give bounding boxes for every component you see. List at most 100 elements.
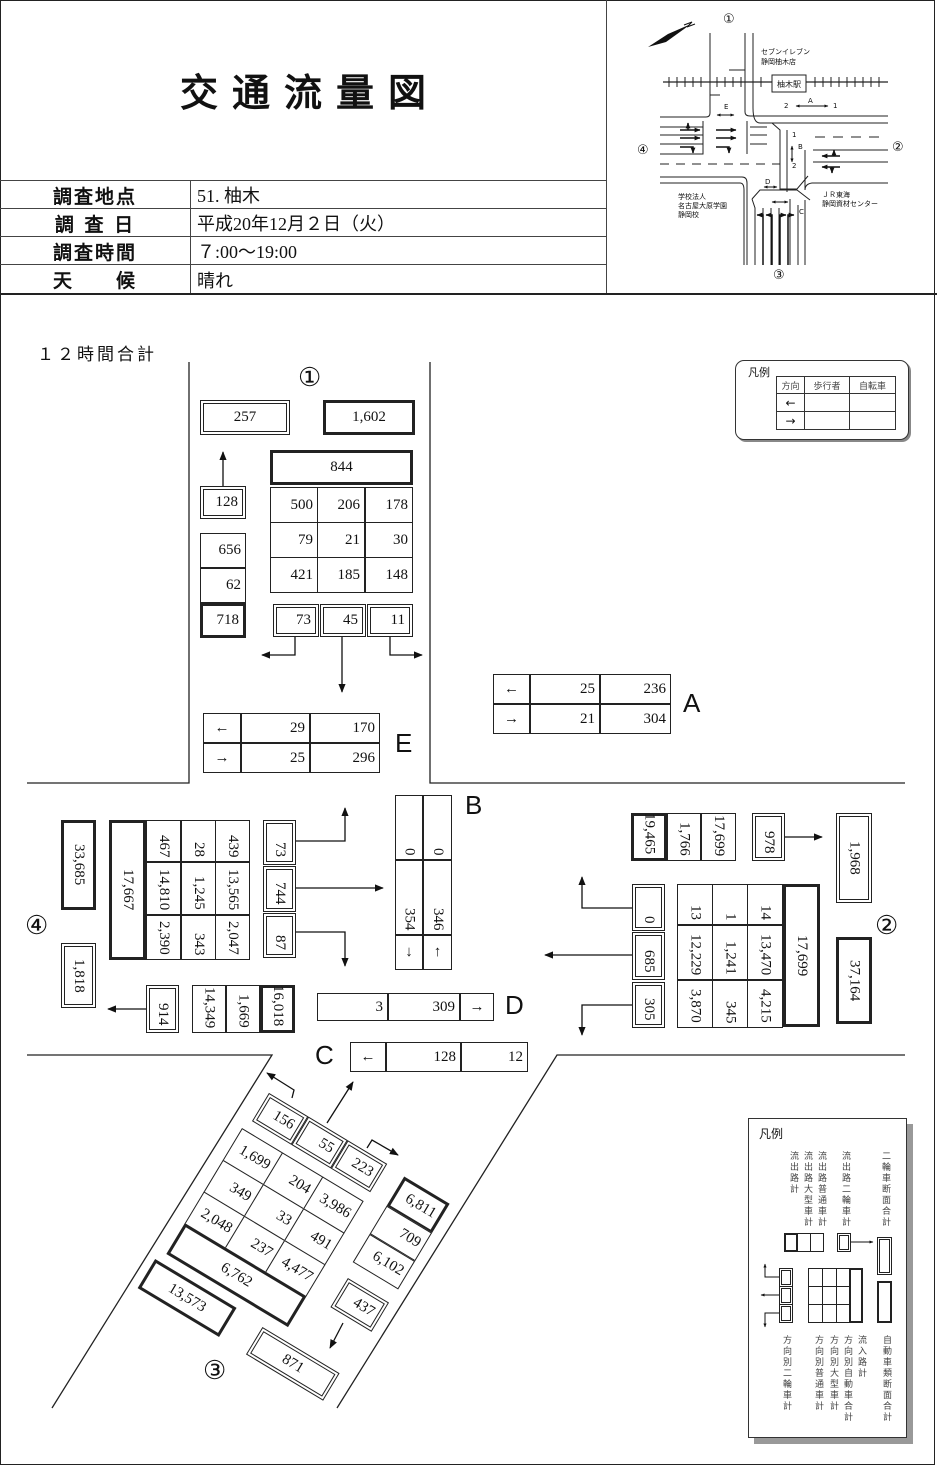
arrow-n4-right <box>296 931 349 967</box>
arrow-n3-straight <box>326 1081 354 1124</box>
header-bottom-line <box>0 293 937 295</box>
n4-grid-cell: 439 <box>215 820 250 862</box>
legend-label: 方向別普通車計 <box>813 1335 823 1412</box>
info-value: 晴れ <box>197 270 233 291</box>
n4-inflow-total: 17,667 <box>109 820 146 960</box>
n2-section-auto-total: 37,164 <box>836 937 872 1024</box>
n1-section-auto-total: 1,602 <box>323 400 415 435</box>
header-divider <box>606 0 607 293</box>
n4-grid-cell: 28 <box>181 820 216 862</box>
legend-arrow: ← <box>776 393 805 412</box>
n2-grid-cell: 13 <box>677 884 713 925</box>
n4-outflow-normal: 14,349 <box>192 985 226 1033</box>
map-label-n4: ④ <box>637 143 649 158</box>
legend-header: 歩行者 <box>804 376 850 394</box>
n1-inflow-total: 844 <box>270 450 413 485</box>
crossing-D-cell: 3 <box>317 993 388 1021</box>
info-label: 調 査 日 <box>0 209 191 237</box>
count-legend: 凡例 流出路計 流出路大型車計 流出路普通車計 流出路二輪車計 二輪車断面合計 … <box>748 1118 907 1438</box>
n2-grid-cell: 4,215 <box>747 980 783 1028</box>
n4-outflow-large: 1,669 <box>226 985 260 1033</box>
map-label-store: セブンイレブン <box>761 48 810 56</box>
n1-grid-cell: 500 <box>270 487 318 523</box>
legend-shape <box>779 1268 793 1287</box>
road-edge-n3-left <box>27 1054 274 1409</box>
legend-header: 方向 <box>776 376 805 394</box>
legend-label: 二輪車断面合計 <box>880 1151 890 1228</box>
map-label-A: A <box>808 97 813 105</box>
info-value: 平成20年12月２日（火） <box>197 214 395 234</box>
crossing-A-cell: 25 <box>530 674 600 704</box>
legend-arrows <box>760 1240 874 1328</box>
n2-grid-cell: 13,470 <box>747 925 783 980</box>
location-map <box>660 33 888 265</box>
legend-label: 自動車類断面合計 <box>881 1335 891 1423</box>
legend-cell <box>849 411 896 430</box>
n4-section-auto-total: 33,685 <box>61 820 96 910</box>
crossing-C-arrow: ← <box>350 1042 386 1072</box>
n1-grid-cell: 79 <box>270 522 318 558</box>
road-edge-n1-left <box>27 362 190 784</box>
total-period-label: １２時間合計 <box>37 345 157 365</box>
map-label-n3: ③ <box>773 268 785 283</box>
road-edge-n3-right <box>336 1054 905 1409</box>
n2-outflow-total: 19,465 <box>631 813 667 861</box>
n4-direction-2wheel: 87 <box>263 913 296 958</box>
crossing-legend: 凡例 方向 歩行者 自転車 ← → <box>735 360 909 440</box>
legend-shape <box>849 1268 863 1323</box>
n4-outflow-total: 16,018 <box>260 985 295 1033</box>
arrow-n2-left <box>578 1004 632 1036</box>
n1-grid-cell: 421 <box>270 557 318 593</box>
n2-outflow-2wheel: 978 <box>752 813 785 861</box>
map-label-jr: ＪＲ東海 <box>822 191 850 199</box>
crossing-E-cell: 29 <box>241 713 310 743</box>
n1-direction-2wheel: 11 <box>367 604 413 637</box>
map-label-B: B <box>798 143 803 151</box>
n2-grid-cell: 14 <box>747 884 783 925</box>
crossing-E-cell: 170 <box>310 713 380 743</box>
crossing-B-cell: 0 <box>395 795 423 860</box>
n2-direction-2wheel: 0 <box>632 884 665 931</box>
info-label: 調査地点 <box>0 181 191 209</box>
n2-outflow-large: 1,766 <box>667 813 701 861</box>
n1-grid-cell: 21 <box>317 522 365 558</box>
north-arrow-icon <box>648 24 691 47</box>
n1-grid-cell: 30 <box>365 522 413 558</box>
n1-grid-cell: 148 <box>365 557 413 593</box>
legend-shape <box>877 1281 892 1323</box>
approach-label-n3: ③ <box>203 1355 227 1385</box>
n4-direction-2wheel: 744 <box>263 866 296 912</box>
crossing-B-arrow: ↓ <box>395 935 423 970</box>
legend-header: 自転車 <box>849 376 896 394</box>
n1-direction-2wheel: 45 <box>320 604 366 637</box>
n1-outflow-2wheel: 128 <box>200 486 246 519</box>
crossing-E-cell: 25 <box>241 743 310 773</box>
n4-grid-cell: 13,565 <box>215 862 250 915</box>
approach-label-n2: ② <box>875 910 899 940</box>
legend-label: 方向別二輪車計 <box>781 1335 791 1412</box>
crossing-E-cell: → <box>203 743 241 773</box>
road-edge-n1-right <box>429 362 905 784</box>
crossing-A-cell: 21 <box>530 704 600 734</box>
n2-section-2wheel-total: 1,968 <box>836 813 872 903</box>
map-label-1: 1 <box>833 102 838 110</box>
legend-label: 流出路普通車計 <box>816 1151 826 1228</box>
n2-grid-cell: 3,870 <box>677 980 713 1028</box>
n1-outflow-large: 62 <box>200 568 246 603</box>
n1-section-2wheel-total: 257 <box>200 400 290 435</box>
map-label-n1: ① <box>723 12 735 27</box>
crossing-D-arrow: → <box>460 993 494 1021</box>
crossing-D-cell: 309 <box>388 993 460 1021</box>
map-label-school: 名古屋大原学園 <box>678 202 727 210</box>
crossing-B-cell: 346 <box>423 860 452 935</box>
crossing-B-cell: 354 <box>395 860 423 935</box>
crossing-A-cell: 304 <box>600 704 671 734</box>
map-label-C: C <box>799 208 804 216</box>
map-label-n2: ② <box>892 140 904 155</box>
n4-grid-cell: 1,245 <box>181 862 216 915</box>
n4-grid-cell: 14,810 <box>146 862 181 915</box>
crossing-label-D: D <box>505 990 524 1020</box>
